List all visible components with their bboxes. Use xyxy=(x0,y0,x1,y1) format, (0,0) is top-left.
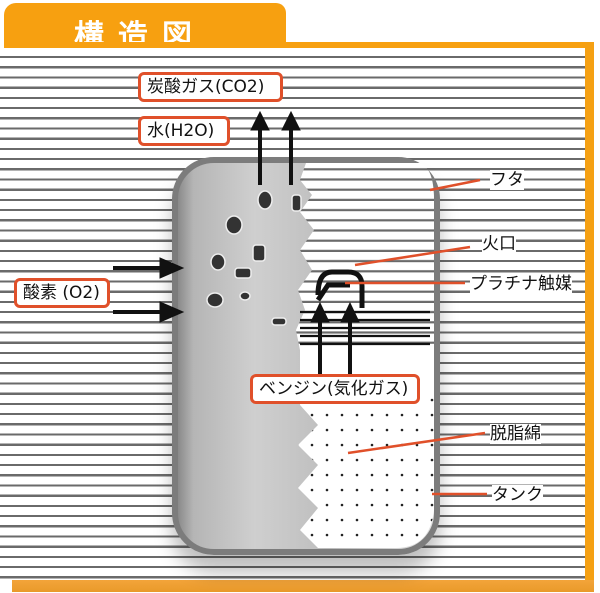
label-oxygen: 酸素 (O2) xyxy=(14,278,110,308)
right-frame-bar xyxy=(585,42,594,590)
cutaway-upper xyxy=(296,163,434,350)
diagram-title: 構造図 xyxy=(74,19,206,54)
title-tab: 構造図 xyxy=(4,3,286,54)
callout-catalyst: プラチナ触媒 xyxy=(470,274,572,294)
bottom-frame-bar xyxy=(12,580,594,592)
label-benzine: ベンジン(気化ガス) xyxy=(250,374,420,404)
cutaway-tank xyxy=(298,392,434,548)
label-water: 水(H2O) xyxy=(138,116,230,146)
callout-tank: タンク xyxy=(492,485,543,505)
burner-icon xyxy=(315,269,365,308)
callout-lid: フタ xyxy=(490,170,524,190)
top-frame-bar xyxy=(4,42,594,48)
callout-cotton: 脱脂綿 xyxy=(490,424,541,444)
callout-burner: 火口 xyxy=(482,234,516,254)
label-co2: 炭酸ガス(CO2) xyxy=(138,72,283,102)
